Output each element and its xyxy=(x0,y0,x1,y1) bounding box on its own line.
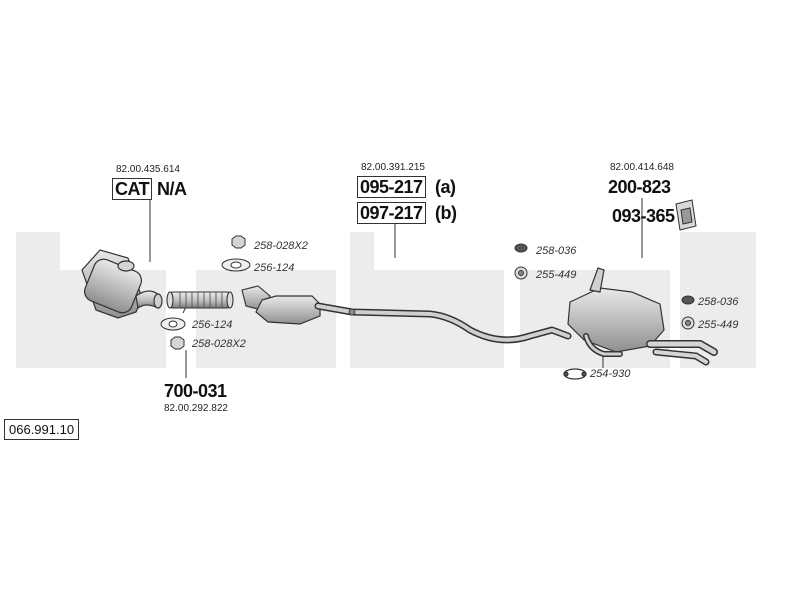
nut-part-number: 258-028X2 xyxy=(254,240,308,252)
rear-silencer xyxy=(567,267,718,366)
rear-silencer-oe-number: 82.00.414.648 xyxy=(610,162,674,173)
catalyst-label: CAT xyxy=(112,178,153,200)
middle-pipe-option-a: 095-217 xyxy=(357,176,426,198)
gasket-part-number: 256-124 xyxy=(254,262,295,274)
nut-icon xyxy=(170,235,695,350)
flex-pipe xyxy=(166,291,234,309)
mounting-kit-icon xyxy=(675,199,697,231)
middle-pipe-oe-number: 82.00.391.215 xyxy=(361,162,425,173)
front-pipe-oe-number: 82.00.292.822 xyxy=(164,403,228,414)
rear-silencer-part-number: 200-823 xyxy=(608,177,671,197)
clamp-icon xyxy=(563,368,587,380)
middle-pipe-option-b-suffix: (b) xyxy=(435,203,457,223)
catalyst-suffix: N/A xyxy=(157,179,187,199)
mounting-kit-part-number: 093-365 xyxy=(612,206,675,226)
catalyst-oe-number: 82.00.435.614 xyxy=(116,164,180,175)
clamp-part-number: 254-930 xyxy=(590,368,631,380)
diagram-reference-number: 066.991.10 xyxy=(4,419,80,440)
rear-mount-part-number: 258-036 xyxy=(536,245,577,257)
middle-pipe-option-b: 097-217 xyxy=(357,202,426,224)
gasket-icon xyxy=(160,258,251,331)
tail-mount-rubber-part-number: 255-449 xyxy=(698,319,739,331)
nut-part-number-lower: 258-028X2 xyxy=(192,338,246,350)
middle-pipe-option-a-suffix: (a) xyxy=(435,177,456,197)
rear-mount-rubber-part-number: 255-449 xyxy=(536,269,577,281)
rubber-mount-icon xyxy=(514,266,695,330)
tail-mount-part-number: 258-036 xyxy=(698,296,739,308)
leader-lines xyxy=(149,198,643,378)
front-pipe-part-number: 700-031 xyxy=(164,381,227,401)
gasket-part-number-lower: 256-124 xyxy=(192,319,233,331)
catalytic-converter xyxy=(81,249,163,319)
middle-pipe xyxy=(255,295,572,344)
